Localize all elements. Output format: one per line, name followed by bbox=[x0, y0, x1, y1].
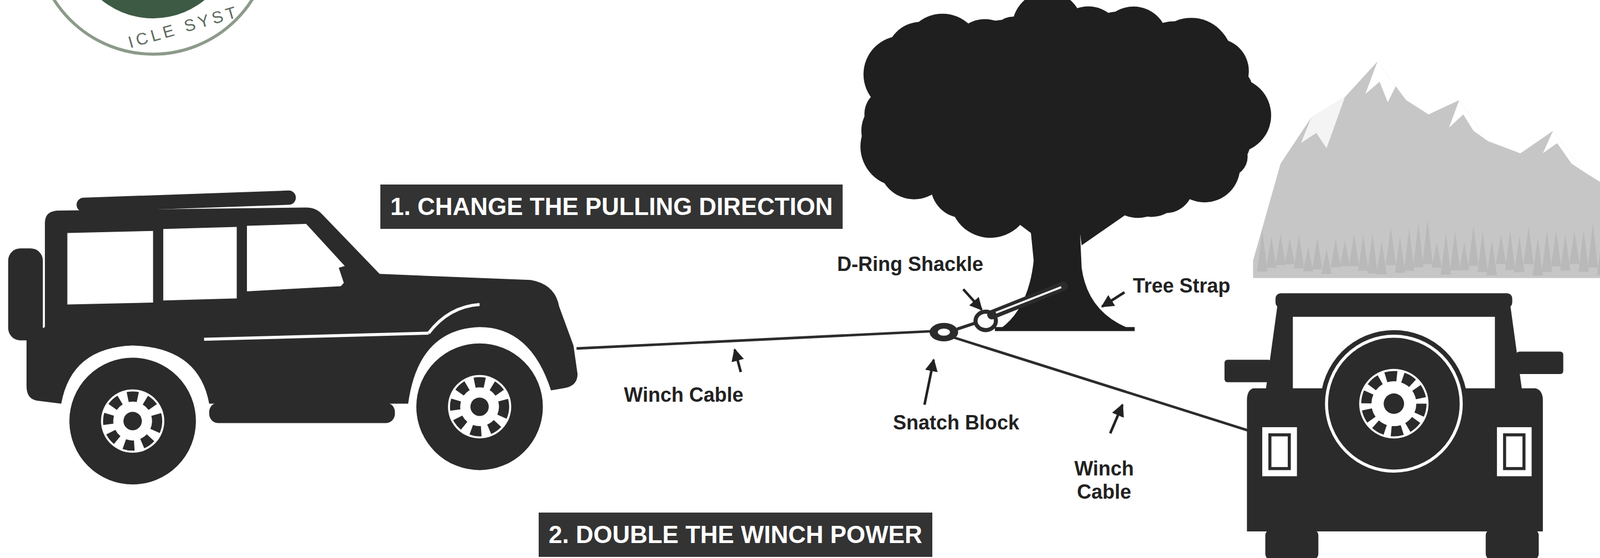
forest-tree bbox=[1376, 240, 1387, 275]
heading-text: 2. DOUBLE THE WINCH POWER bbox=[548, 520, 923, 548]
forest-tree bbox=[1477, 230, 1488, 272]
forest-tree bbox=[1303, 246, 1314, 272]
rigging bbox=[576, 285, 1257, 433]
heading-box: 1. CHANGE THE PULLING DIRECTION bbox=[380, 184, 843, 229]
canopy-blob bbox=[991, 16, 1036, 61]
heading-text: 1. CHANGE THE PULLING DIRECTION bbox=[390, 193, 833, 220]
part-label: Tree Strap bbox=[1132, 274, 1231, 297]
canopy-blob bbox=[1081, 11, 1155, 86]
heading-box: 2. DOUBLE THE WINCH POWER bbox=[538, 512, 933, 557]
forest-tree bbox=[1385, 226, 1396, 265]
canopy-blob bbox=[878, 128, 950, 200]
forest-tree bbox=[1596, 235, 1600, 276]
canopy-blob bbox=[1041, 97, 1101, 157]
part-label: Winch Cable bbox=[623, 383, 744, 407]
forest-tree bbox=[1312, 237, 1323, 270]
forest-tree bbox=[1293, 234, 1304, 268]
forest-tree bbox=[1284, 238, 1295, 265]
forest-tree bbox=[1532, 236, 1543, 276]
jeep-side bbox=[8, 189, 578, 487]
wheel bbox=[67, 355, 199, 487]
canopy-blob bbox=[914, 43, 978, 106]
forest-tree bbox=[1330, 238, 1341, 268]
part-label: D-Ring Shackle bbox=[837, 253, 984, 276]
forest-tree bbox=[1275, 233, 1286, 266]
forest-tree bbox=[1459, 241, 1470, 270]
jeep-rear bbox=[1224, 292, 1564, 558]
canopy-blob bbox=[1170, 65, 1216, 112]
logo-text: ICLE SYST bbox=[125, 2, 242, 53]
part-label: Winch Cable bbox=[1067, 456, 1140, 503]
forest-tree bbox=[1541, 230, 1552, 272]
forest-tree bbox=[1523, 226, 1534, 265]
wheel bbox=[414, 341, 545, 472]
forest-tree bbox=[1358, 234, 1369, 271]
canopy-blob bbox=[1110, 118, 1173, 181]
forest-tree bbox=[1404, 228, 1414, 271]
forest-tree bbox=[1495, 234, 1506, 264]
logo-badge bbox=[35, 0, 271, 55]
forest-tree bbox=[1486, 239, 1497, 276]
forest-tree bbox=[1551, 230, 1562, 267]
forest-tree bbox=[1505, 230, 1516, 270]
forest-tree bbox=[1413, 222, 1424, 267]
forest-tree bbox=[1349, 233, 1360, 266]
tree bbox=[860, 0, 1272, 332]
mountains bbox=[1252, 61, 1600, 278]
forest-tree bbox=[1578, 229, 1589, 272]
forest-tree bbox=[1569, 231, 1580, 264]
forest-tree bbox=[1422, 219, 1433, 265]
part-label: Snatch Block bbox=[893, 410, 1020, 434]
forest-tree bbox=[1431, 242, 1442, 268]
forest-tree bbox=[1367, 233, 1378, 273]
canopy-blob bbox=[972, 79, 1013, 120]
forest-tree bbox=[1440, 232, 1451, 275]
forest-tree bbox=[1321, 249, 1332, 275]
forest-tree bbox=[1587, 222, 1598, 267]
forest-tree bbox=[1266, 236, 1277, 268]
forest-tree bbox=[1514, 235, 1525, 272]
forest-tree bbox=[1449, 231, 1460, 271]
forest-tree bbox=[1560, 233, 1571, 271]
canopy-blob bbox=[941, 136, 983, 178]
forest-tree bbox=[1468, 225, 1479, 266]
forest-tree bbox=[1257, 229, 1268, 272]
forest-tree bbox=[1339, 240, 1350, 267]
forest-tree bbox=[1395, 235, 1406, 273]
